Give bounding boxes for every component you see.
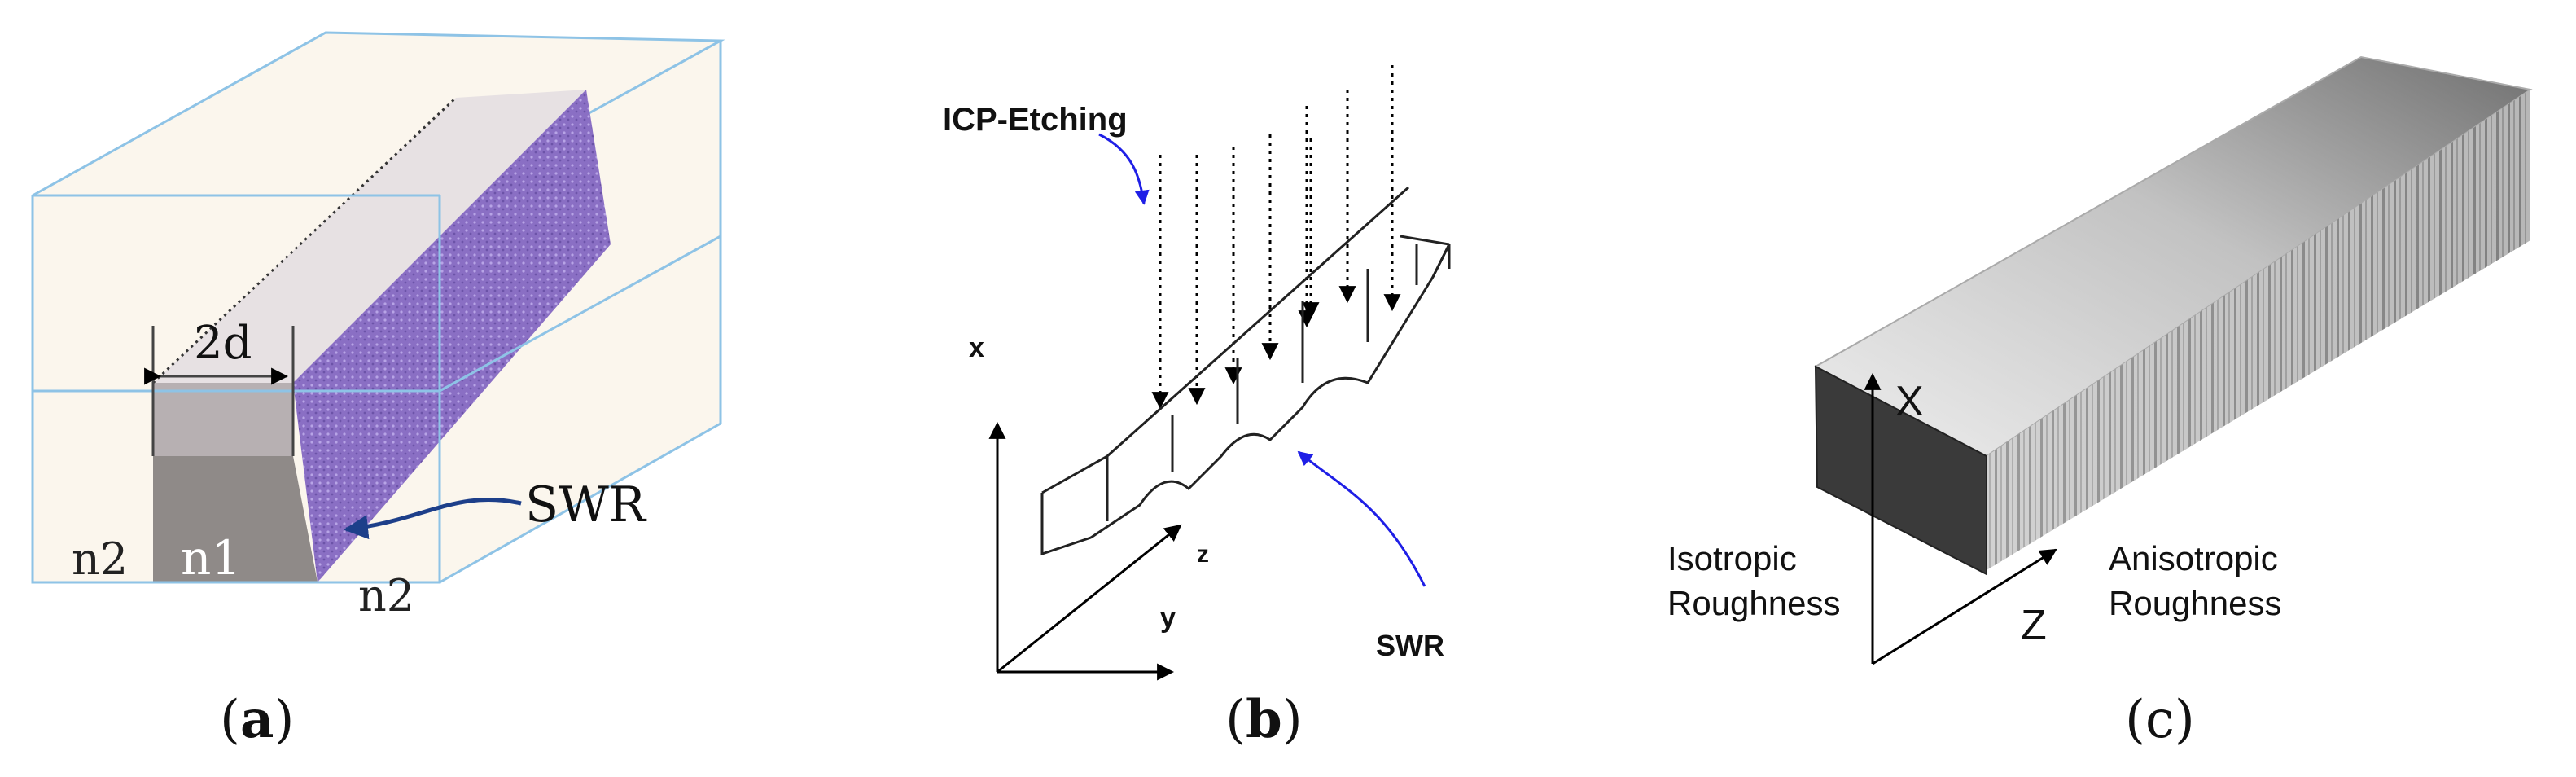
caption-a: (a) — [220, 689, 294, 750]
axis-z-label-c: Z — [2021, 602, 2047, 649]
panel-a: 2d n2 n1 n2 SWR (a) — [31, 31, 725, 750]
swr-label: SWR — [525, 476, 647, 533]
core-top-face — [153, 90, 586, 383]
core-front-upper — [153, 383, 293, 456]
cladding-right-index: n2 — [358, 570, 414, 621]
aniso-label-line2: Roughness — [2109, 584, 2281, 622]
axis-y-label: y — [1160, 603, 1176, 634]
width-label: 2d — [194, 317, 252, 370]
core-front-face — [153, 456, 318, 582]
iso-label-line1: Isotropic — [1667, 539, 1797, 577]
core-index: n1 — [181, 530, 241, 586]
etch-arrows — [1151, 65, 1401, 410]
axis-x-label-c: X — [1895, 378, 1924, 425]
swr-pointer-b — [1297, 450, 1426, 587]
aniso-label-line1: Anisotropic — [2109, 539, 2278, 577]
rough-sidewall — [293, 90, 611, 582]
axis-x-label: x — [969, 332, 984, 363]
box-front-face — [31, 389, 441, 584]
etch-label: ICP-Etching — [943, 102, 1128, 138]
block-end-face-front — [1814, 365, 1987, 576]
caption-b: (b) — [1225, 689, 1303, 750]
iso-label-line2: Roughness — [1667, 584, 1840, 622]
caption-c: (c) — [2125, 690, 2195, 750]
axis-z-label: z — [1197, 541, 1209, 568]
etch-pointer — [1098, 133, 1150, 205]
swr-pointer-arrow — [344, 497, 522, 540]
waveguide-outline — [1040, 186, 1451, 556]
axis-z-line — [997, 524, 1182, 674]
box-diag-bottom — [439, 422, 721, 584]
block-side-shade — [1987, 90, 2530, 570]
panel-b: x y z ICP-Etching SWR (b) — [943, 65, 1451, 750]
panel-c: X Z Isotropic Roughness Anisotropic Roug… — [1667, 55, 2533, 750]
box-diag-mid — [439, 235, 721, 393]
cladding-left-index: n2 — [72, 533, 128, 585]
axis-z-line-c — [1872, 548, 2057, 665]
swr-label-b: SWR — [1376, 629, 1444, 662]
core-dotted-edge — [151, 96, 458, 384]
